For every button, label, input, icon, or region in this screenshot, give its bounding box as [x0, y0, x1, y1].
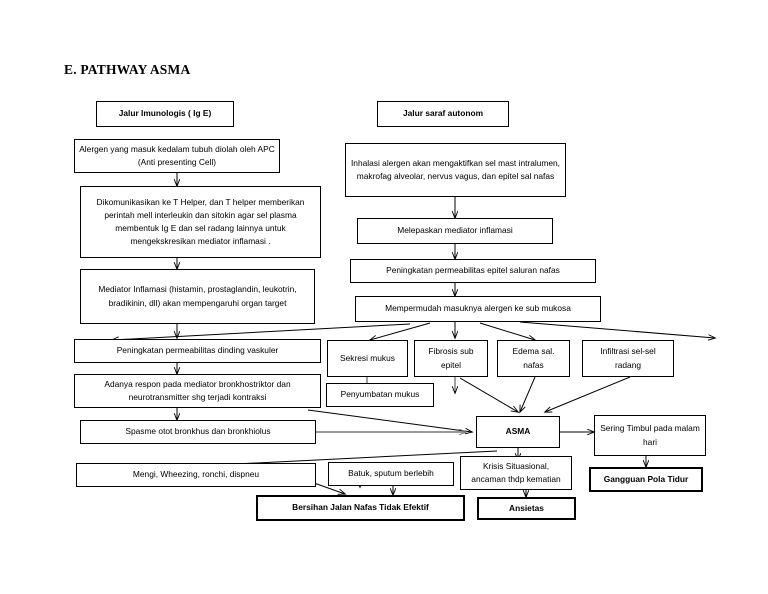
node-gangguan-pola-tidur: Gangguan Pola Tidur: [589, 467, 703, 492]
node-sering-timbul: Sering Timbul pada malam hari: [594, 415, 706, 456]
node-melepaskan-mediator: Melepaskan mediator inflamasi: [357, 218, 553, 244]
node-mempermudah-masuknya: Mempermudah masuknya alergen ke sub muko…: [355, 296, 601, 322]
node-jalur-saraf-autonom: Jalur saraf autonom: [377, 101, 509, 127]
node-inhalasi-alergen: Inhalasi alergen akan mengaktifkan sel m…: [345, 143, 566, 197]
node-mengi-wheezing: Mengi, Wheezing, ronchi, dispneu: [76, 463, 316, 487]
node-krisis-situasional: Krisis Situasional, ancaman thdp kematia…: [460, 456, 572, 490]
node-edema-sal-nafas: Edema sal. nafas: [497, 340, 570, 377]
node-jalur-imunologis: Jalur Imunologis ( Ig E): [96, 101, 234, 127]
node-adanya-respon: Adanya respon pada mediator bronkhostrik…: [74, 374, 321, 408]
page-title: E. PATHWAY ASMA: [64, 62, 191, 77]
node-sekresi-mukus: Sekresi mukus: [327, 340, 408, 377]
node-ansietas: Ansietas: [477, 497, 576, 520]
node-peningkatan-epitel: Peningkatan permeabilitas epitel saluran…: [350, 259, 596, 283]
node-dikomunikasikan: Dikomunikasikan ke T Helper, dan T helpe…: [80, 186, 321, 258]
node-penyumbatan-mukus: Penyumbatan mukus: [326, 383, 434, 407]
node-bersihan-jalan-nafas: Bersihan Jalan Nafas Tidak Efektif: [256, 495, 465, 521]
node-spasme-otot: Spasme otot bronkhus dan bronkhiolus: [80, 420, 316, 444]
node-alergen-masuk: Alergen yang masuk kedalam tubuh diolah …: [74, 139, 280, 173]
node-infiltrasi-sel-radang: Infiltrasi sel-sel radang: [582, 340, 674, 377]
node-mediator-inflamasi: Mediator Inflamasi (histamin, prostaglan…: [80, 269, 315, 324]
node-asma: ASMA: [476, 416, 560, 448]
node-fibrosis-sub-epitel: Fibrosis sub epitel: [414, 340, 488, 377]
node-peningkatan-vaskuler: Peningkatan permeabilitas dinding vaskul…: [74, 339, 321, 363]
node-batuk-sputum: Batuk, sputum berlebih: [328, 462, 454, 486]
